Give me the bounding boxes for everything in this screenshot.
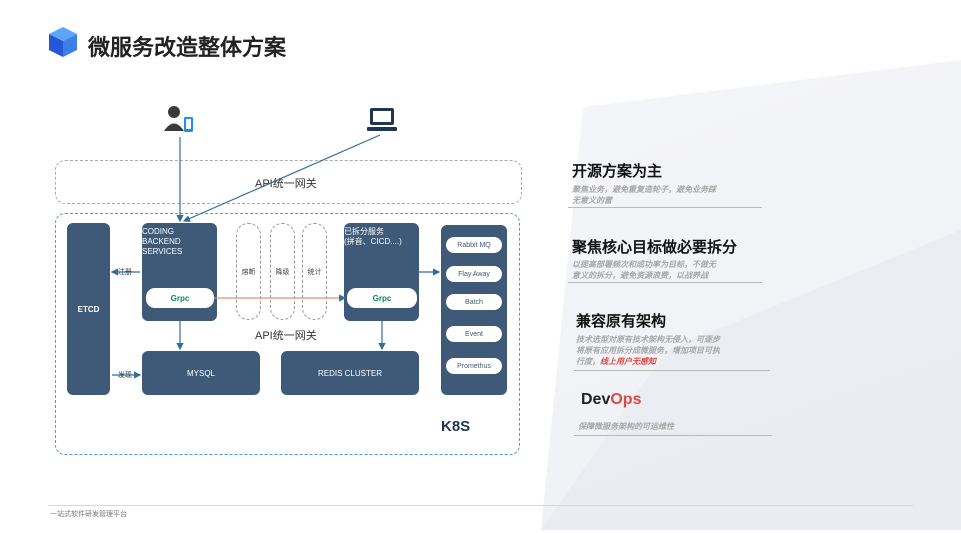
mysql-block: MYSQL [142,351,260,395]
heading-core-split: 聚焦核心目标做必要拆分 [572,239,738,256]
split-line-1: 已拆分服务 [344,227,384,236]
heading-open-source: 开源方案为主 [572,163,663,180]
desc-open-source-line-2: 无意义的雷 [572,196,612,205]
divider-3 [574,370,770,371]
promethus-pill: Promethus [446,358,502,374]
heading-compat: 兼容原有架构 [576,313,667,330]
desc-open-source: 聚焦业务，避免重复造轮子，避免业务踩 无意义的雷 [572,184,716,206]
desc-compat-line-2: 将原有应用拆分成微服务，增加项目可执 [576,346,720,355]
api-gateway-mid-label: API统一网关 [255,330,317,342]
desc-core-split-line-2: 意义的拆分，避免资源浪费，以战养战 [572,271,708,280]
desktop-to-coding-arrow [182,134,381,222]
highlight-no-impact: 线上用户无感知 [600,357,656,366]
coding-line-3: SERVICES [142,247,183,256]
devops-heading: DevOps [581,391,641,409]
mobile-user-icon [164,106,193,132]
desc-compat-line-3-text: 行度， [576,357,600,366]
grpc-right: Grpc [347,288,417,308]
devops-prefix: Dev [581,391,611,408]
divider-4 [574,435,772,436]
circuit-breaker-pill: 熔断 [236,223,261,320]
api-gateway-top-box [55,160,522,204]
page-title: 微服务改造整体方案 [88,35,287,60]
divider-1 [568,207,762,208]
api-gateway-top-label: API统一网关 [255,178,317,190]
cube-logo-icon [49,27,77,57]
desktop-icon [367,108,397,131]
devops-suffix: Ops [610,391,642,408]
coding-line-1: CODING [142,227,174,236]
split-line-2: (拼音、CICD....) [344,237,402,246]
rabbitmq-pill: Rabbit MQ [446,237,502,253]
desc-core-split: 以提高部署频次和成功率为目标，不做无 意义的拆分，避免资源浪费，以战养战 [572,259,716,281]
desc-core-split-line-1: 以提高部署频次和成功率为目标，不做无 [572,260,716,269]
desc-compat: 技术选型对原有技术架构无侵入，可逐步 将原有应用拆分成微服务，增加项目可执 行度… [576,334,720,367]
devops-desc: 保障微服务架构的可运维性 [578,422,674,431]
k8s-label: K8S [441,418,471,435]
desc-open-source-line-1: 聚焦业务，避免重复造轮子，避免业务踩 [572,185,716,194]
desc-compat-line-3: 行度，线上用户无感知 [576,356,720,367]
redis-cluster-block: REDIS CLUSTER [281,351,419,395]
event-pill: Event [446,326,502,342]
footer-divider [48,505,913,506]
footer-text: 一站式软件研发管理平台 [50,511,127,518]
k8s-cluster-box [55,213,520,455]
degrade-pill: 降级 [270,223,295,320]
flay-away-pill: Flay Away [446,266,502,282]
desc-compat-line-1: 技术选型对原有技术架构无侵入，可逐步 [576,335,720,344]
coding-line-2: BACKEND [142,237,181,246]
etcd-block: ETCD [67,223,110,395]
batch-pill: Batch [446,294,502,310]
stats-pill: 统计 [302,223,327,320]
divider-2 [568,282,762,283]
grpc-left: Grpc [146,288,214,308]
